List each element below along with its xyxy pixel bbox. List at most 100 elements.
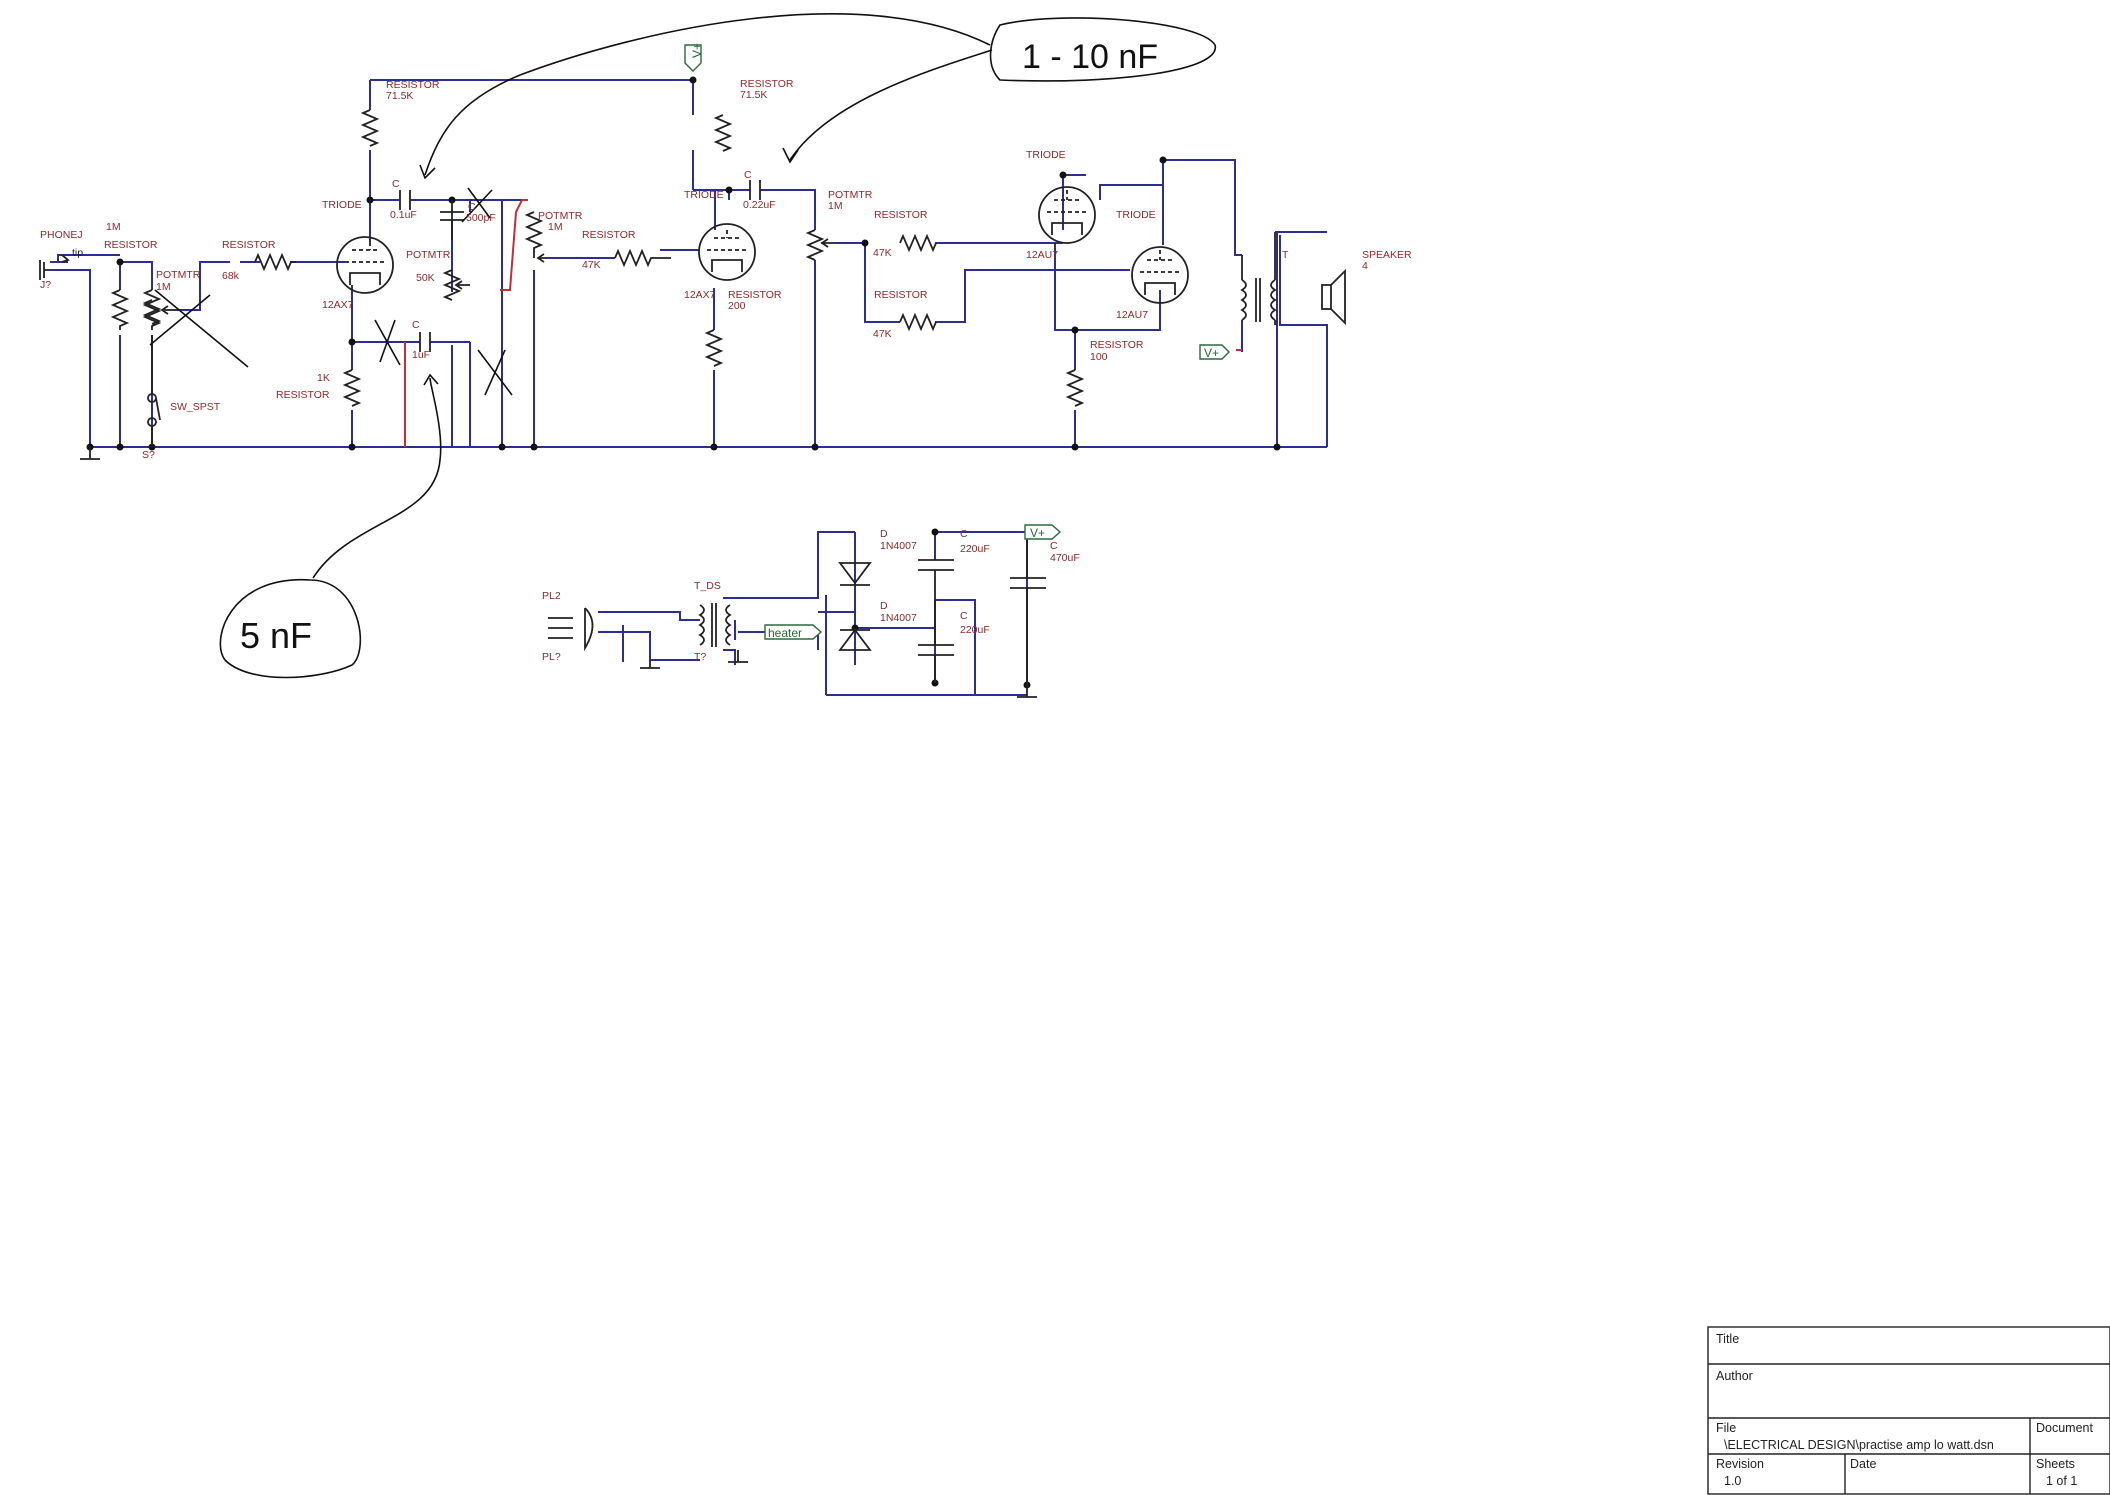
label-triode4: TRIODE: [1116, 209, 1156, 221]
label-rk1-type: RESISTOR: [276, 389, 330, 401]
label-r47-2-value: 47K: [873, 247, 892, 259]
label-c4-ref: C: [744, 169, 752, 181]
modified-wires: [404, 199, 1242, 447]
label-triode1: TRIODE: [322, 199, 362, 211]
vplus-port-supply: V+: [1030, 526, 1045, 540]
resistor-symbols: [110, 109, 1085, 407]
vplus-port-top: V+: [690, 43, 704, 58]
label-switch-type: SW_SPST: [170, 401, 221, 413]
label-pot4-value: 1M: [828, 200, 843, 212]
label-rk2-type: RESISTOR: [728, 289, 782, 301]
annotation-bottom-note: 5 nF: [240, 615, 312, 656]
hand-x-marks: [149, 187, 513, 396]
label-r1-value: 1M: [106, 221, 121, 233]
revision-label: Revision: [1716, 1457, 1764, 1471]
label-d1-value: 1N4007: [880, 540, 917, 552]
label-t-ref: T?: [694, 651, 706, 663]
label-rk2-value: 200: [728, 300, 746, 312]
date-label: Date: [1850, 1457, 1876, 1471]
junctions: [86, 76, 1281, 689]
label-switch-ref: S?: [142, 449, 155, 461]
label-rplate1-type: RESISTOR: [386, 79, 440, 91]
vplus-port-output: V+: [1204, 346, 1219, 360]
label-rk1-value: 1K: [317, 372, 330, 384]
label-rplate1-value: 71.5K: [386, 90, 413, 102]
label-d2-ref: D: [880, 600, 888, 612]
title-label: Title: [1716, 1332, 1739, 1346]
label-pot2-type: POTMTR: [406, 249, 451, 261]
potentiometer-symbols: [142, 211, 835, 325]
component-labels: PHONEJ J? tip 1M RESISTOR POTMTR 1M RESI…: [40, 78, 1412, 663]
label-rk3-value: 100: [1090, 351, 1108, 363]
label-c7-value: 470uF: [1050, 552, 1080, 564]
hand-annotations: [219, 13, 1216, 679]
sheets-value: 1 of 1: [2046, 1474, 2077, 1488]
ground-symbols: [80, 447, 1037, 698]
label-pot2-value: 50K: [416, 272, 435, 284]
label-rin-value: 68k: [222, 270, 240, 282]
revision-value: 1.0: [1724, 1474, 1741, 1488]
label-pl-ref: PL?: [542, 651, 561, 663]
label-pot1-type: POTMTR: [156, 269, 201, 281]
label-d1-ref: D: [880, 528, 888, 540]
label-c3-ref: C: [412, 319, 420, 331]
label-pot4-type: POTMTR: [828, 189, 873, 201]
label-rin-type: RESISTOR: [222, 239, 276, 251]
label-speaker-type: SPEAKER: [1362, 249, 1412, 261]
label-r47-1-type: RESISTOR: [582, 229, 636, 241]
output-transformer-symbol: [1240, 232, 1277, 325]
author-label: Author: [1716, 1369, 1753, 1383]
title-block: Title Author File \ELECTRICAL DESIGN\pra…: [1707, 1326, 2110, 1495]
label-rplate2-type: RESISTOR: [740, 78, 794, 90]
label-tds: T_DS: [694, 580, 721, 592]
label-c2-value: 500pF: [466, 212, 496, 224]
label-triode3: TRIODE: [1026, 149, 1066, 161]
wires: [50, 79, 1328, 696]
label-c6-ref: C: [960, 610, 968, 622]
label-tube1: 12AX7: [322, 299, 354, 311]
label-transformer-ref: T: [1282, 249, 1289, 261]
label-pot3-type: POTMTR: [538, 210, 583, 222]
label-d2-value: 1N4007: [880, 612, 917, 624]
label-c3-value: 1uF: [412, 349, 430, 361]
speaker-symbol: [1321, 268, 1346, 326]
sheets-label: Sheets: [2036, 1457, 2075, 1471]
vplus-ports: V+ V+ V+ heater: [684, 43, 1230, 640]
label-pot1-value: 1M: [156, 281, 171, 293]
label-rk3-type: RESISTOR: [1090, 339, 1144, 351]
annotation-top-note: 1 - 10 nF: [1022, 38, 1158, 76]
label-c7-ref: C: [1050, 540, 1058, 552]
label-jack-ref: J?: [40, 279, 51, 291]
label-tip: tip: [72, 247, 83, 259]
file-label: File: [1716, 1421, 1736, 1435]
label-c5-value: 220uF: [960, 543, 990, 555]
label-c5-ref: C: [960, 528, 968, 540]
capacitor-symbols: [399, 180, 1046, 685]
power-supply-symbols: [548, 562, 872, 652]
label-c6-value: 220uF: [960, 624, 990, 636]
document-label: Document: [2036, 1421, 2093, 1435]
label-r47-3-value: 47K: [873, 328, 892, 340]
label-phonej: PHONEJ: [40, 229, 83, 241]
label-speaker-value: 4: [1362, 260, 1368, 272]
label-r47-3-type: RESISTOR: [874, 289, 928, 301]
label-r47-2-type: RESISTOR: [874, 209, 928, 221]
label-triode2: TRIODE: [684, 189, 724, 201]
label-rplate2-value: 71.5K: [740, 89, 767, 101]
label-c1-value: 0.1uF: [390, 209, 417, 221]
heater-port: heater: [768, 626, 802, 640]
label-pl2: PL2: [542, 590, 561, 602]
label-pot3-value: 1M: [548, 221, 563, 233]
label-c4-value: 0.22uF: [743, 199, 776, 211]
label-tube3: 12AU7: [1026, 249, 1058, 261]
file-value: \ELECTRICAL DESIGN\practise amp lo watt.…: [1724, 1438, 1994, 1452]
label-c1-ref: C: [392, 178, 400, 190]
label-r47-1-value: 47K: [582, 259, 601, 271]
label-tube2: 12AX7: [684, 289, 716, 301]
triode-symbols: [336, 186, 1189, 304]
label-c2-ref: C: [468, 201, 476, 213]
jack-symbol: [39, 254, 70, 280]
switch-symbol: [147, 335, 161, 447]
label-r1-type: RESISTOR: [104, 239, 158, 251]
